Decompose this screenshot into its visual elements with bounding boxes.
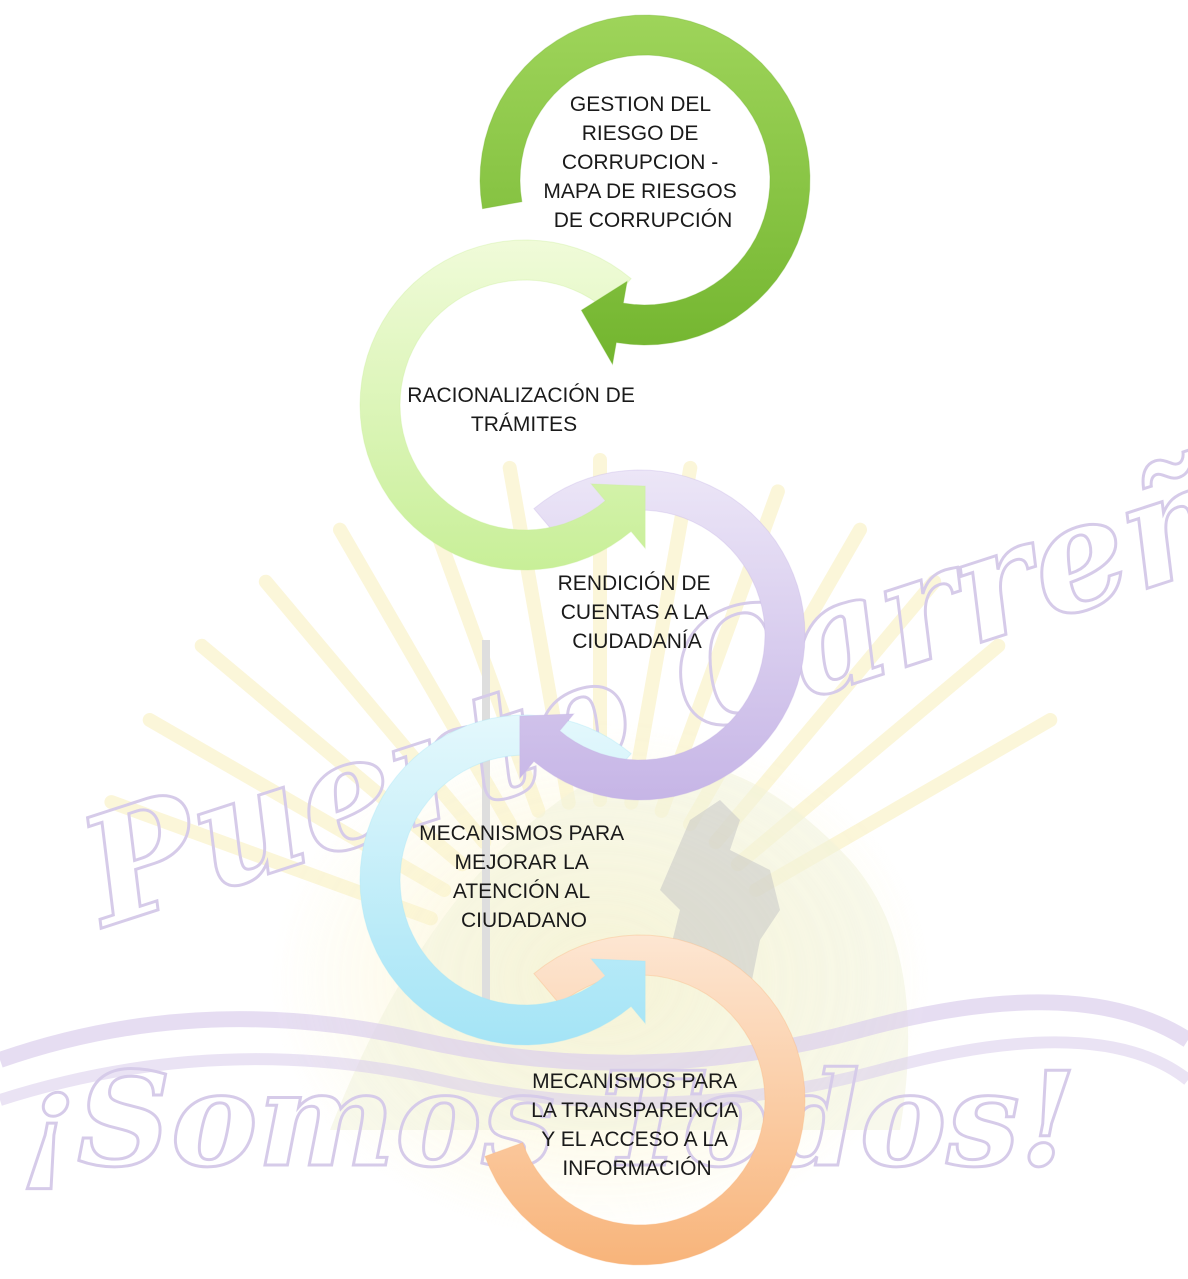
process-arcs (359, 14, 811, 1266)
flagpole-watermark (482, 640, 490, 1000)
step-3-label: RENDICIÓN DE CUENTAS A LA CIUDADANÍA (558, 572, 717, 653)
arc-arrow-racionalizacion-tramites (359, 239, 646, 571)
arc-arrow-atencion-ciudadano (359, 714, 646, 1046)
step-5-label: MECANISMOS PARA LA TRANSPARENCIA Y EL AC… (531, 1070, 743, 1180)
process-labels: GESTION DEL RIESGO DE CORRUPCION - MAPA … (407, 93, 743, 1180)
wave-watermark-1 (0, 994, 1188, 1071)
step-1-label: GESTION DEL RIESGO DE CORRUPCION - MAPA … (543, 93, 742, 232)
arc-arrow-rendicion-cuentas (519, 469, 806, 801)
watermark-bottom-text: ¡Somos Todos! (20, 1043, 1077, 1196)
arc-arrow-gestion-riesgo (479, 14, 811, 366)
step-4-label: MECANISMOS PARA MEJORAR LA ATENCIÓN AL C… (419, 822, 629, 932)
arc-arrow-transparencia-informacion (484, 934, 806, 1266)
step-2-label: RACIONALIZACIÓN DE TRÁMITES (407, 384, 640, 436)
wave-watermark-2 (0, 1036, 1188, 1109)
